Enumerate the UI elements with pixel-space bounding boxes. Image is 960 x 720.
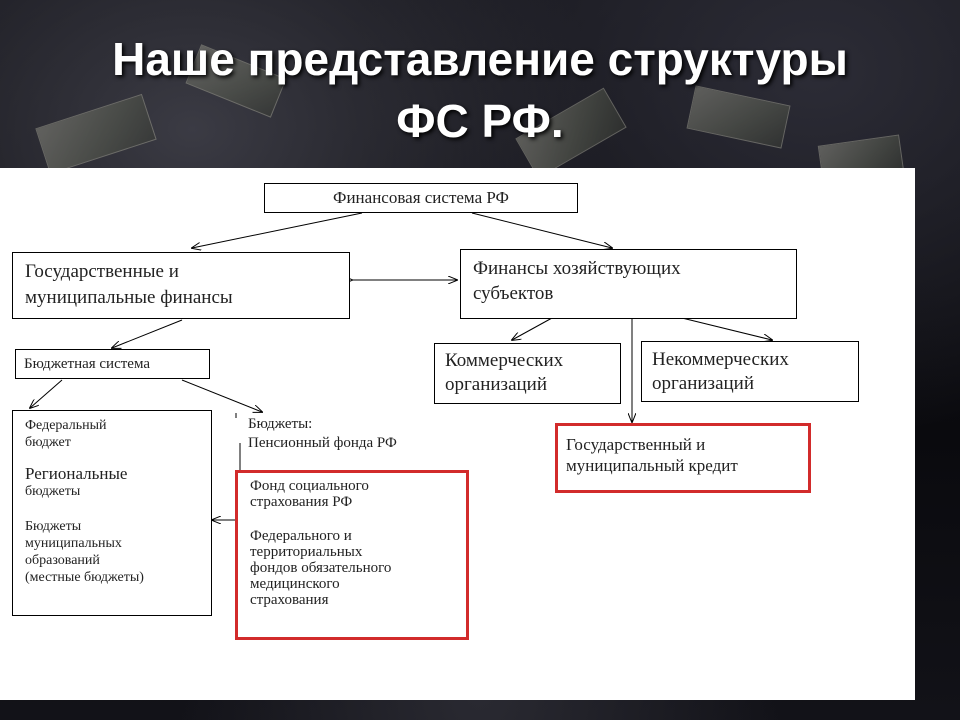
node-medical-insurance-line-2: территориальных bbox=[250, 544, 363, 560]
node-state-municipal-credit-highlight: Государственный и муниципальный кредит bbox=[555, 423, 811, 493]
node-budgets-funds-header: Бюджеты: Пенсионный фонда РФ bbox=[248, 415, 397, 453]
node-commercial-line-2: организаций bbox=[445, 374, 548, 395]
node-medical-insurance-line-1: Федерального и bbox=[250, 528, 352, 544]
node-medical-insurance-line-5: страхования bbox=[250, 592, 329, 608]
node-noncommercial-line-2: организаций bbox=[652, 373, 755, 394]
node-state-municipal-line-2: муниципальные финансы bbox=[25, 287, 233, 308]
slide-title: Наше представление структуры ФС РФ. bbox=[0, 28, 960, 152]
node-regional-budgets-line-2: бюджеты bbox=[25, 484, 81, 499]
node-social-medical-funds-highlight: Фонд социального страхования РФ Федераль… bbox=[235, 470, 469, 640]
node-business-finance: Финансы хозяйствующих субъектов bbox=[460, 249, 797, 319]
node-medical-insurance-line-3: фондов обязательного bbox=[250, 560, 392, 576]
node-municipal-budgets-line-3: образований bbox=[25, 553, 100, 568]
node-state-credit-line-1: Государственный и bbox=[566, 435, 706, 454]
node-state-credit-line-2: муниципальный кредит bbox=[566, 456, 738, 475]
arrow-budget-to-federal bbox=[30, 379, 63, 408]
node-municipal-budgets-line-1: Бюджеты bbox=[25, 519, 82, 534]
node-financial-system-label: Финансовая система РФ bbox=[333, 188, 509, 207]
node-budgets-funds-line-2: Пенсионный фонда РФ bbox=[248, 435, 397, 451]
slide-title-line-2: ФС РФ. bbox=[396, 95, 564, 147]
diagram-panel: Финансовая система РФ Государственные и … bbox=[0, 168, 915, 700]
node-federal-budget-line-1: Федеральный bbox=[25, 418, 107, 433]
node-noncommercial-line-1: Некоммерческих bbox=[652, 349, 789, 370]
node-commercial-organizations: Коммерческих организаций bbox=[434, 343, 621, 404]
node-state-municipal-finance: Государственные и муниципальные финансы bbox=[12, 252, 350, 319]
node-financial-system: Финансовая система РФ bbox=[264, 183, 578, 213]
node-medical-insurance-line-4: медицинского bbox=[250, 576, 340, 592]
node-commercial-line-1: Коммерческих bbox=[445, 350, 564, 371]
node-budget-levels: Федеральный бюджет Региональные бюджеты … bbox=[12, 410, 212, 616]
arrow-root-to-business bbox=[471, 212, 612, 248]
node-regional-budgets-line-1: Региональные bbox=[25, 464, 128, 483]
arrow-root-to-state bbox=[192, 212, 363, 248]
node-budget-system-label: Бюджетная система bbox=[24, 356, 151, 372]
arrow-business-to-commercial bbox=[512, 317, 553, 340]
node-municipal-budgets-line-2: муниципальных bbox=[25, 536, 122, 551]
node-social-insurance-line-2: страхования РФ bbox=[250, 494, 353, 510]
arrow-budget-to-funds bbox=[181, 379, 262, 412]
node-business-line-1: Финансы хозяйствующих bbox=[473, 258, 681, 279]
arrow-state-to-budget-system bbox=[112, 319, 183, 348]
slide-title-line-1: Наше представление структуры bbox=[112, 33, 848, 85]
node-municipal-budgets-line-4: (местные бюджеты) bbox=[25, 570, 144, 585]
node-social-insurance-line-1: Фонд социального bbox=[250, 478, 369, 494]
node-federal-budget-line-2: бюджет bbox=[25, 435, 71, 450]
node-budget-system: Бюджетная система bbox=[15, 349, 210, 379]
node-noncommercial-organizations: Некоммерческих организаций bbox=[641, 341, 859, 402]
node-state-municipal-line-1: Государственные и bbox=[25, 261, 179, 282]
arrow-business-to-noncommercial bbox=[681, 317, 772, 340]
node-budgets-funds-line-1: Бюджеты: bbox=[248, 416, 313, 432]
node-business-line-2: субъектов bbox=[473, 283, 554, 304]
